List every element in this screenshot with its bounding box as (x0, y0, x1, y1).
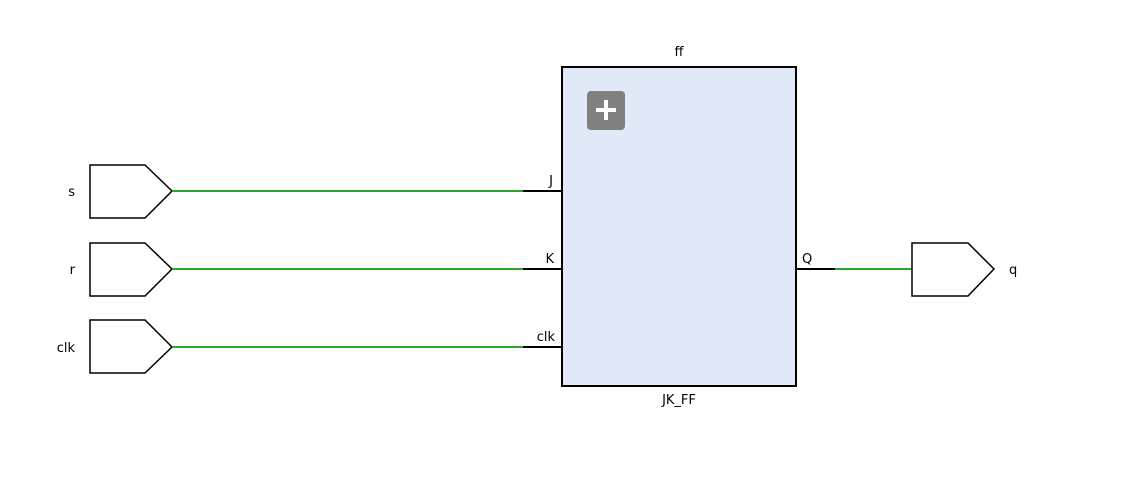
input-port-s-label: s (68, 185, 75, 200)
input-port-clk[interactable]: clk (57, 319, 174, 374)
cell-instance-name: ff (675, 45, 685, 60)
expand-cell-button[interactable] (587, 91, 625, 130)
pin-j-label: J (548, 174, 553, 189)
input-port-r-shape[interactable] (89, 242, 174, 297)
cell-instance-ff[interactable]: ff JK_FF J K clk Q (537, 45, 813, 408)
output-port-q-shape[interactable] (911, 242, 996, 297)
pin-k-label: K (545, 252, 554, 267)
input-port-s-shape[interactable] (89, 164, 174, 219)
input-port-clk-label: clk (57, 341, 76, 356)
pin-clk-label: clk (537, 330, 556, 345)
input-port-s[interactable]: s (68, 164, 174, 219)
cell-body[interactable] (561, 66, 797, 387)
plus-icon (596, 100, 616, 120)
input-port-clk-shape[interactable] (89, 319, 174, 374)
input-port-r[interactable]: r (70, 242, 174, 297)
pin-q-label: Q (802, 252, 812, 267)
cell-type-name: JK_FF (661, 393, 696, 408)
output-port-q-label: q (1009, 263, 1017, 278)
input-port-r-label: r (70, 263, 76, 278)
output-port-q[interactable]: q (911, 242, 1017, 297)
